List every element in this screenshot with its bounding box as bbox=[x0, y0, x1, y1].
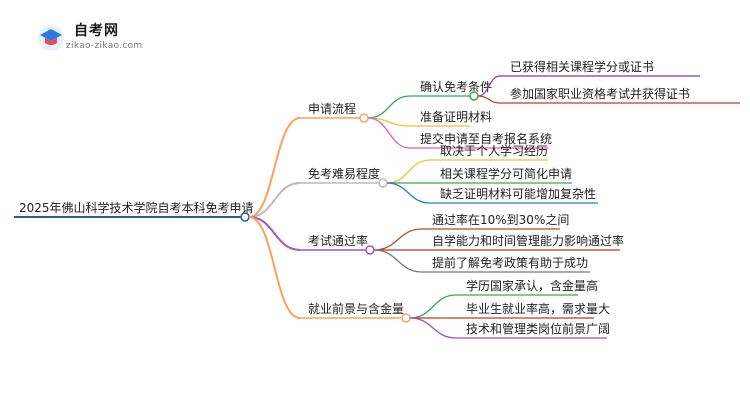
logo-title: 自考网 bbox=[74, 23, 119, 39]
leaf-connector-1-2 bbox=[386, 182, 431, 204]
leaf-connector-0-2 bbox=[367, 117, 411, 149]
branch-connector-0 bbox=[248, 117, 301, 218]
leaf-label-1-0: 取决于个人学习经历 bbox=[440, 143, 548, 158]
subleaf-connector-0-0-0 bbox=[477, 75, 501, 97]
leaf-label-3-2: 技术和管理类岗位前景广阔 bbox=[466, 321, 610, 336]
leaf-connector-2-0 bbox=[373, 228, 423, 251]
leaf-label-0-0: 确认免考条件 bbox=[420, 79, 492, 94]
branch-connector-2 bbox=[248, 216, 301, 251]
leaf-connector-1-0 bbox=[386, 159, 431, 184]
leaf-label-1-2: 缺乏证明材料可能增加复杂性 bbox=[440, 186, 596, 201]
logo-subtitle: zikao-zikao.com bbox=[66, 41, 143, 51]
leaf-connector-0-0 bbox=[367, 95, 411, 119]
subleaf-label-0-0-0: 已获得相关课程学分或证书 bbox=[510, 59, 654, 74]
leaf-connector-2-2 bbox=[373, 249, 423, 273]
branch-connector-3 bbox=[248, 216, 301, 319]
leaf-connector-3-0 bbox=[409, 294, 457, 319]
leaf-node-0-0[interactable] bbox=[469, 91, 479, 101]
leaf-label-2-2: 提前了解免考政策有助于成功 bbox=[432, 255, 588, 270]
branch-label-1: 免考难易程度 bbox=[308, 166, 380, 181]
branch-label-2: 考试通过率 bbox=[308, 233, 368, 248]
leaf-label-1-1: 相关课程学分可简化申请 bbox=[440, 166, 572, 181]
leaf-connector-3-2 bbox=[409, 317, 457, 339]
branch-connector-1 bbox=[248, 182, 301, 218]
site-logo[interactable]: 自考网 zikao-zikao.com bbox=[36, 20, 156, 60]
leaf-label-0-1: 准备证明材料 bbox=[420, 110, 492, 124]
branch-label-0: 申请流程 bbox=[308, 101, 356, 116]
leaf-label-2-0: 通过率在10%到30%之间 bbox=[432, 212, 569, 227]
leaf-label-3-1: 毕业生就业率高，需求量大 bbox=[466, 301, 610, 316]
subleaf-label-0-0-1: 参加国家职业资格考试并获得证书 bbox=[510, 86, 690, 101]
leaf-label-2-1: 自学能力和时间管理能力影响通过率 bbox=[432, 233, 624, 248]
branch-node-3[interactable] bbox=[401, 313, 411, 323]
branch-node-0[interactable] bbox=[359, 113, 369, 123]
graduation-cap-icon bbox=[38, 25, 64, 51]
leaf-label-3-0: 学历国家承认，含金量高 bbox=[466, 278, 598, 293]
branch-node-1[interactable] bbox=[378, 178, 388, 188]
root-node[interactable] bbox=[240, 212, 250, 222]
leaf-label-0-2: 提交申请至自考报名系统 bbox=[420, 131, 552, 146]
branch-label-3: 就业前景与含金量 bbox=[308, 301, 404, 316]
branch-node-2[interactable] bbox=[365, 245, 375, 255]
root-topic-label: 2025年佛山科学技术学院自考本科免考申请 bbox=[19, 200, 254, 215]
subleaf-connector-0-0-1 bbox=[477, 95, 501, 104]
